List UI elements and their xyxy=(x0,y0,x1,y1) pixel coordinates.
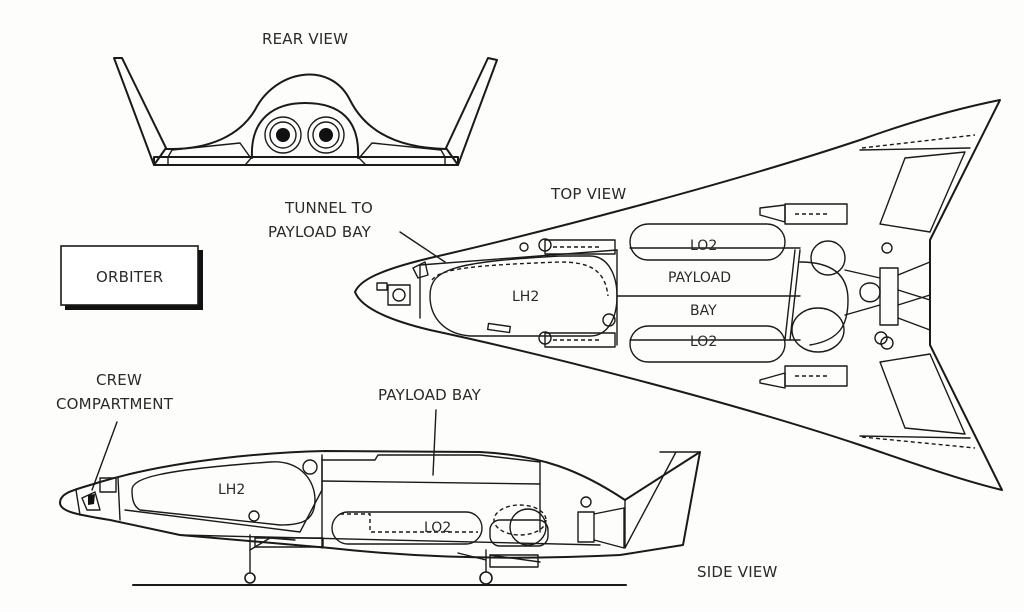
rear-fuselage-hump xyxy=(165,73,447,151)
side-payload-callout: PAYLOAD BAY xyxy=(378,386,482,404)
top-payload-label-line2: BAY xyxy=(690,303,717,319)
rear-engine-housing xyxy=(250,102,360,159)
rear-left-fin xyxy=(113,57,167,166)
top-aft-rcs-lower xyxy=(784,365,848,387)
top-rcs-pod-upper xyxy=(544,239,616,255)
rear-engine-left xyxy=(264,116,302,154)
tunnel-leader-line xyxy=(399,231,446,263)
top-lo2-lower-label: LO2 xyxy=(690,334,717,350)
crew-callout-line2: COMPARTMENT xyxy=(56,395,174,413)
rear-base xyxy=(153,156,459,166)
side-nose-gear xyxy=(244,534,324,584)
tunnel-callout-line1: TUNNEL TO xyxy=(284,199,373,217)
top-lo2-tank-lower xyxy=(629,325,786,363)
rear-right-fin xyxy=(445,57,498,166)
top-elevon-lower xyxy=(879,353,966,435)
orbiter-label-box: ORBITER xyxy=(60,245,203,310)
top-rcs-pod-lower xyxy=(544,332,616,348)
side-lh2-tank xyxy=(131,461,316,526)
side-fuselage xyxy=(59,450,701,559)
top-planform xyxy=(354,99,1003,491)
payload-leader-line xyxy=(432,409,437,476)
side-engine xyxy=(577,511,595,543)
top-view: TOP VIEW TUNNEL TO PAYLOAD BAY LH2 xyxy=(268,99,1003,491)
crew-callout-line1: CREW xyxy=(96,371,142,389)
side-view: SIDE VIEW CREW COMPARTMENT PAYLOAD BAY L… xyxy=(56,371,778,586)
rear-view-title: REAR VIEW xyxy=(262,30,348,48)
side-lh2-label: LH2 xyxy=(218,482,245,498)
tunnel-callout-line2: PAYLOAD BAY xyxy=(268,223,372,241)
side-vertical-tail xyxy=(624,451,701,549)
top-elevon-upper xyxy=(879,151,966,233)
crew-leader-line xyxy=(91,421,118,491)
top-payload-label-line1: PAYLOAD xyxy=(668,270,731,286)
top-engine-block xyxy=(879,267,899,326)
side-view-title: SIDE VIEW xyxy=(697,563,778,581)
top-lo2-tank-upper xyxy=(629,223,786,261)
side-lo2-label: LO2 xyxy=(424,520,451,536)
top-cockpit-hatch xyxy=(387,284,411,306)
top-view-title: TOP VIEW xyxy=(550,185,626,203)
side-main-gear xyxy=(457,549,541,585)
side-lo2-tank xyxy=(331,511,483,545)
orbiter-title: ORBITER xyxy=(96,268,163,286)
rear-engine-right xyxy=(307,116,345,154)
top-lo2-upper-label: LO2 xyxy=(690,238,717,254)
top-lh2-label: LH2 xyxy=(512,289,539,305)
rear-view: REAR VIEW xyxy=(113,30,498,166)
top-aft-rcs-upper xyxy=(784,203,848,225)
